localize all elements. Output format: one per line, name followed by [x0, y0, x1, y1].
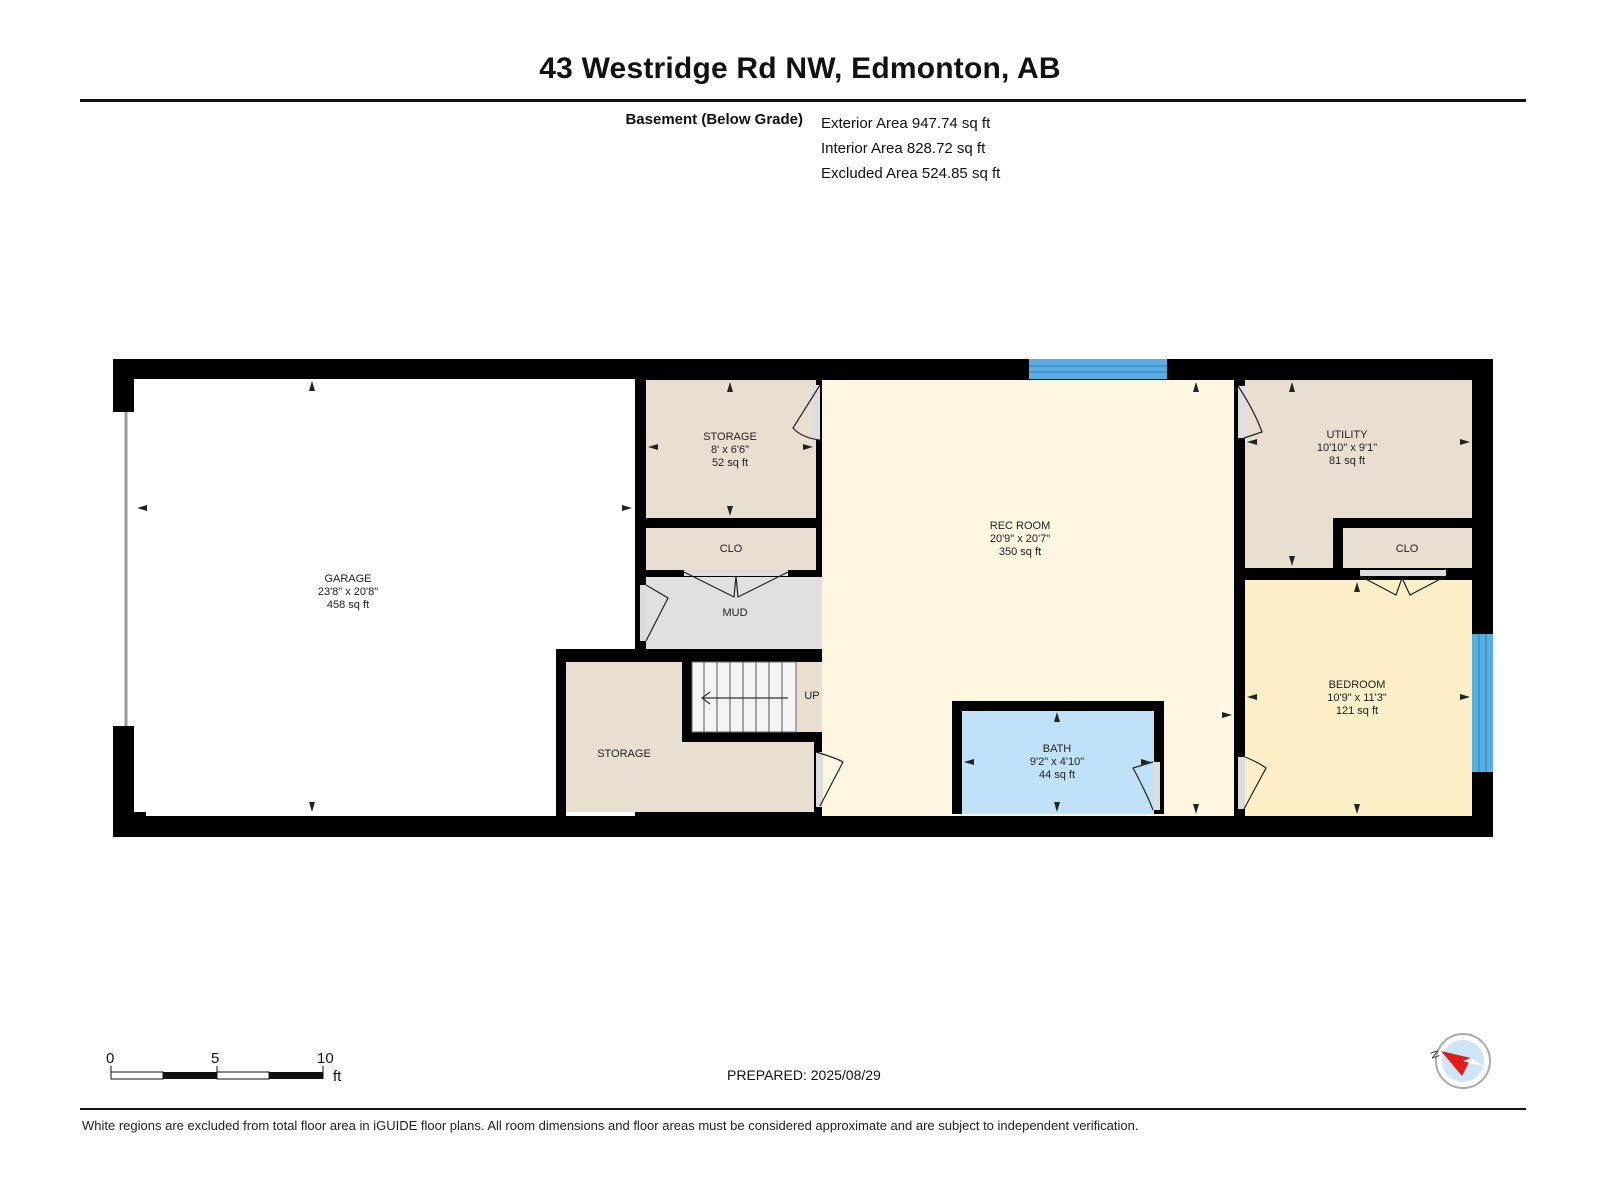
- bath-name: BATH: [1043, 743, 1072, 755]
- clo-right-name: CLO: [1396, 543, 1419, 555]
- compass-north-label: N: [1427, 1049, 1441, 1061]
- prepared-date: PREPARED: 2025/08/29: [727, 1067, 881, 1083]
- garage-floor: [134, 379, 635, 812]
- footer-divider: [80, 1108, 1526, 1110]
- staircase: [691, 661, 797, 733]
- excluded-area: Excluded Area 524.85 sq ft: [821, 165, 1001, 182]
- disclaimer-text: White regions are excluded from total fl…: [82, 1118, 1139, 1133]
- bedroom-name: BEDROOM: [1329, 679, 1386, 691]
- utility-dims: 10'10" x 9'1": [1317, 442, 1377, 454]
- interior-area: Interior Area 828.72 sq ft: [821, 140, 986, 157]
- garage-dims: 23'8" x 20'8": [318, 586, 378, 598]
- rec-room-area: 350 sq ft: [999, 546, 1041, 558]
- window-bedroom: [1472, 634, 1493, 772]
- storage-top-area: 52 sq ft: [712, 457, 748, 469]
- garage-door: [113, 412, 134, 726]
- storage-top-name: STORAGE: [703, 431, 757, 443]
- header-divider: [80, 99, 1526, 102]
- window-rec-room: [1029, 359, 1167, 379]
- clo-left-name: CLO: [720, 543, 743, 555]
- level-label: Basement (Below Grade): [625, 111, 803, 128]
- bath-area: 44 sq ft: [1039, 769, 1075, 781]
- rec-room-name: REC ROOM: [990, 520, 1051, 532]
- scale-label-0: 0: [106, 1050, 115, 1067]
- scale-label-10: 10: [317, 1050, 334, 1067]
- utility-area: 81 sq ft: [1329, 455, 1365, 467]
- stairs-up-label: UP: [804, 690, 819, 702]
- bedroom-floor: [1245, 580, 1472, 816]
- bedroom-dims: 10'9" x 11'3": [1327, 692, 1387, 704]
- scale-unit: ft: [333, 1068, 342, 1085]
- door-swings: [640, 384, 1447, 811]
- mud-name: MUD: [722, 607, 747, 619]
- mud-floor: [646, 577, 822, 649]
- exterior-area: Exterior Area 947.74 sq ft: [821, 115, 991, 132]
- scale-label-5: 5: [211, 1050, 220, 1067]
- garage-area: 458 sq ft: [327, 599, 369, 611]
- rec-room-dims: 20'9" x 20'7": [990, 533, 1050, 545]
- property-address-title: 43 Westridge Rd NW, Edmonton, AB: [539, 52, 1061, 85]
- storage-top-dims: 8' x 6'6": [711, 444, 749, 456]
- clo-left-floor: [646, 528, 816, 570]
- bedroom-area: 121 sq ft: [1336, 705, 1378, 717]
- storage-bottom-name: STORAGE: [597, 748, 651, 760]
- utility-name: UTILITY: [1327, 429, 1369, 441]
- garage-name: GARAGE: [324, 573, 371, 585]
- scale-bar: [110, 1066, 324, 1080]
- bath-floor: [962, 711, 1160, 814]
- compass-icon: N: [1427, 1033, 1491, 1089]
- clo-right-floor: [1343, 528, 1472, 570]
- area-summary: Exterior Area 947.74 sq ft Interior Area…: [821, 111, 1000, 186]
- dimension-markers: [137, 381, 1470, 814]
- bath-dims: 9'2" x 4'10": [1030, 756, 1084, 768]
- storage-top-floor: [646, 380, 816, 518]
